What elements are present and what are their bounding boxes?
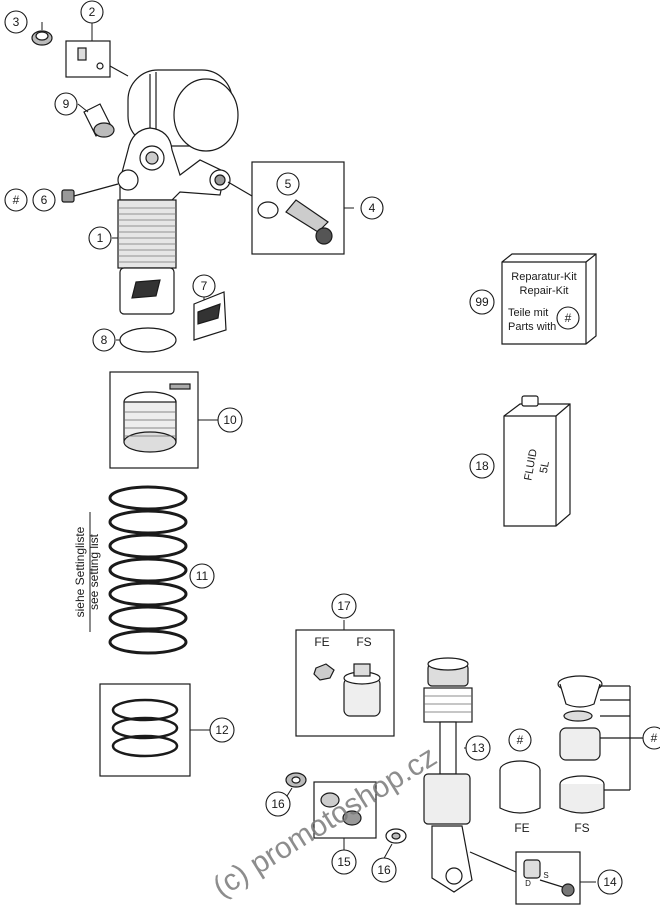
fluid-label-line-1: FLUID <box>522 448 539 481</box>
callout-circle-11 <box>189 563 215 589</box>
reservoir-body <box>127 69 239 152</box>
callout-circle-16a <box>265 791 291 817</box>
callout-5: 5 <box>285 177 292 191</box>
label-fs-box: FS <box>356 635 371 649</box>
callout-11: 11 <box>196 569 209 583</box>
callout-circle-18 <box>469 453 495 479</box>
repair-kit-line-4: Parts with <box>508 321 556 333</box>
callout-circle-5 <box>276 172 300 196</box>
callout-circle-6 <box>32 188 56 212</box>
part-2-box <box>65 40 129 78</box>
hash-right: # <box>651 731 658 745</box>
callout-circle-17 <box>331 593 357 619</box>
callout-4: 4 <box>369 201 376 215</box>
callout-3: 3 <box>13 15 20 29</box>
callout-circle-2 <box>80 0 104 24</box>
callout-circle-9 <box>54 92 78 116</box>
callout-circle-14 <box>597 869 623 895</box>
setting-note-de: siehe Settingliste <box>73 526 87 617</box>
part-14-box <box>469 851 581 905</box>
part-15-box <box>313 781 377 839</box>
callout-circle-10 <box>217 407 243 433</box>
callout-circle-8 <box>92 328 116 352</box>
setting-note: siehe Settingliste see setting list <box>73 512 101 632</box>
callout-numbers: 1 2 3 4 5 6 # 7 8 9 10 11 12 13 14 15 16… <box>13 5 658 889</box>
callout-12: 12 <box>215 723 229 737</box>
callout-circle-15 <box>331 849 357 875</box>
part-7-sticker <box>193 291 227 341</box>
label-fe-stack: FE <box>514 821 529 835</box>
callout-8: 8 <box>101 333 108 347</box>
part-4-box <box>227 161 345 255</box>
callout-circle-13 <box>465 735 491 761</box>
part-12-box <box>99 683 191 777</box>
hash-circle-kit <box>556 306 580 330</box>
repair-kit-text: Reparatur-Kit Repair-Kit Teile mit Parts… <box>508 271 577 333</box>
hash-kit: # <box>565 311 572 325</box>
part-6-screw <box>61 183 119 203</box>
callout-2: 2 <box>89 5 96 19</box>
callout-16a: 16 <box>271 797 285 811</box>
callout-1: 1 <box>97 231 104 245</box>
callout-circles <box>4 0 660 895</box>
part-17-box <box>295 629 395 737</box>
hash-fe: # <box>517 733 524 747</box>
hash-circle-right <box>642 726 660 750</box>
variant-labels: FE FS FE FS D S <box>314 635 589 888</box>
hash-circle-fe <box>508 728 532 752</box>
fluid-label: FLUID 5L <box>522 448 552 481</box>
repair-kit-line-2: Repair-Kit <box>520 285 569 297</box>
right-stack-parts <box>499 675 644 814</box>
label-d: D <box>525 879 531 888</box>
damper-tube <box>117 199 177 315</box>
fluid-label-line-2: 5L <box>538 460 552 474</box>
callout-17: 17 <box>337 599 351 613</box>
part-16-washers <box>285 772 407 844</box>
part-8-ring <box>119 327 177 353</box>
callout-6: 6 <box>41 193 48 207</box>
callout-99: 99 <box>475 295 489 309</box>
callout-9: 9 <box>63 97 70 111</box>
setting-note-en: see setting list <box>87 533 101 610</box>
callout-16b: 16 <box>377 863 391 877</box>
callout-circle-99 <box>469 289 495 315</box>
part-13-piston-rod <box>423 657 473 893</box>
repair-kit-line-3: Teile mit <box>508 307 548 319</box>
hash-6: # <box>13 193 20 207</box>
part-10-box <box>109 371 199 469</box>
hash-circle-6 <box>4 188 28 212</box>
callout-circle-1 <box>88 226 112 250</box>
part-9-bushing <box>83 103 115 138</box>
repair-kit-line-1: Reparatur-Kit <box>511 271 576 283</box>
callout-circle-12 <box>209 717 235 743</box>
callout-10: 10 <box>223 413 237 427</box>
part-11-spring <box>108 485 188 655</box>
shock-body <box>117 127 231 201</box>
callout-13: 13 <box>471 741 485 755</box>
callout-14: 14 <box>603 875 617 889</box>
callout-7: 7 <box>201 279 208 293</box>
callout-circle-7 <box>192 274 216 298</box>
callout-circle-4 <box>360 196 384 220</box>
label-fs-stack: FS <box>574 821 589 835</box>
fluid-can <box>503 395 571 527</box>
callout-18: 18 <box>475 459 489 473</box>
callout-circle-3 <box>4 10 28 34</box>
watermark: (c) promotoshop.cz <box>207 740 442 904</box>
label-fe-box: FE <box>314 635 329 649</box>
callout-circle-16b <box>371 857 397 883</box>
callout-15: 15 <box>337 855 351 869</box>
part-3-cap <box>31 30 53 46</box>
label-s: S <box>543 871 548 880</box>
